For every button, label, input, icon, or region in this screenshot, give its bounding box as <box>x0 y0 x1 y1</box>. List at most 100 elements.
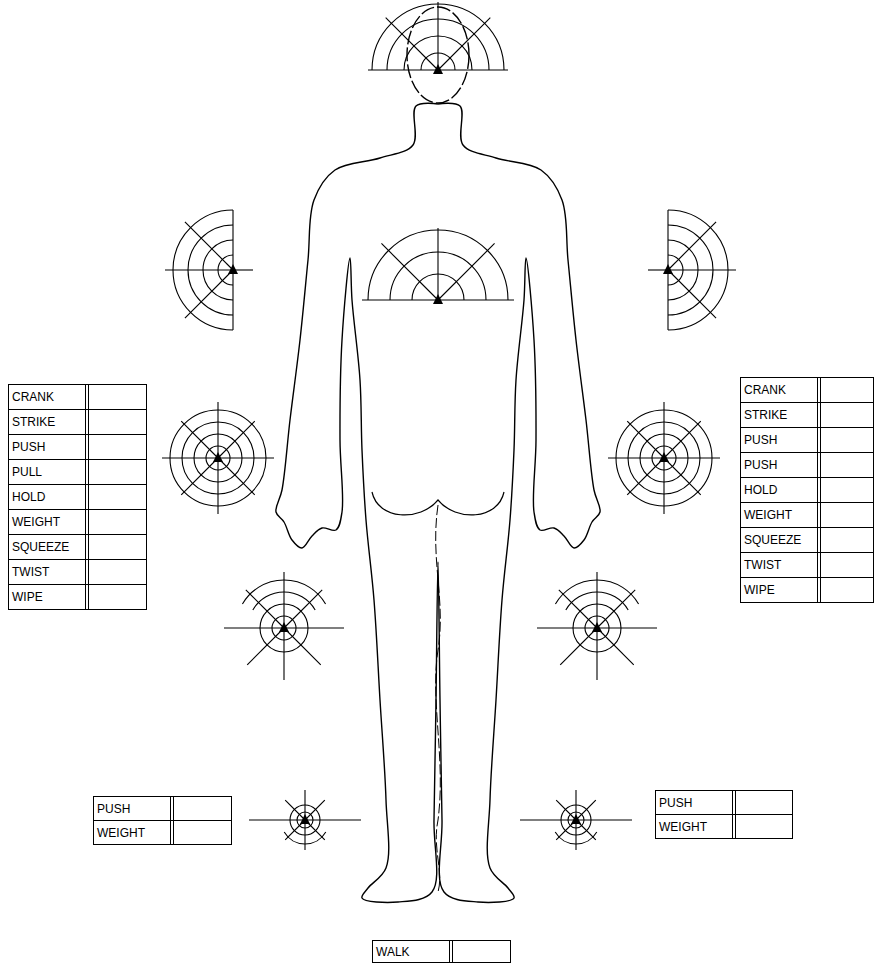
table-row: WEIGHT <box>655 814 793 839</box>
target-ray <box>437 228 438 300</box>
row-label-cell: WEIGHT <box>741 503 821 527</box>
target-ray <box>667 210 668 270</box>
target-ray <box>520 819 576 820</box>
target-ray <box>576 800 596 820</box>
row-label-cell: WALK <box>373 941 453 962</box>
target-ray <box>165 269 233 270</box>
action-label: PUSH <box>744 433 777 447</box>
row-label-cell: PUSH <box>94 797 174 820</box>
center-triangle <box>663 264 673 274</box>
force-target-symbol <box>224 572 344 680</box>
table-row: TWIST <box>8 559 147 585</box>
target-ray <box>304 820 305 850</box>
action-label: PUSH <box>97 802 130 816</box>
target-ray <box>181 421 218 458</box>
row-label-cell: WIPE <box>741 578 821 602</box>
table-row: TWIST <box>740 552 874 578</box>
center-triangle <box>592 622 602 632</box>
row-label-cell: TWIST <box>9 560 89 584</box>
target-ray <box>596 572 597 628</box>
row-label-cell: SQUEEZE <box>741 528 821 552</box>
row-label-cell: PUSH <box>656 791 736 814</box>
target-ray <box>437 2 438 70</box>
action-label: PUSH <box>659 796 692 810</box>
target-ray <box>232 210 233 270</box>
center-triangle <box>571 814 581 824</box>
action-label: WEIGHT <box>659 820 707 834</box>
target-ray <box>362 299 438 300</box>
row-label-cell: PUSH <box>741 428 821 452</box>
action-label: WALK <box>376 945 410 959</box>
center-triangle <box>433 294 443 304</box>
target-ray <box>283 572 284 628</box>
row-label-cell: CRANK <box>741 378 821 402</box>
target-ray <box>556 800 576 820</box>
target-ray <box>162 457 218 458</box>
target-ray <box>368 69 438 70</box>
target-ray <box>608 457 664 458</box>
table-row: WIPE <box>740 577 874 603</box>
force-target-symbol <box>165 210 253 330</box>
action-label: PUSH <box>12 440 45 454</box>
target-ray <box>232 270 233 330</box>
force-target-symbol <box>608 402 720 514</box>
target-ray <box>576 819 632 820</box>
center-triangle <box>228 264 238 274</box>
target-ray <box>185 270 233 318</box>
target-ray <box>438 18 490 70</box>
target-ray <box>284 627 344 628</box>
table-row: HOLD <box>8 484 147 510</box>
target-ray <box>218 458 255 495</box>
target-ray <box>664 458 701 495</box>
table-row: PUSH <box>740 452 874 478</box>
force-target-symbol <box>648 210 736 330</box>
table-row: PULL <box>8 459 147 485</box>
table-row: PUSH <box>93 796 232 821</box>
row-label-cell: WIPE <box>9 585 89 609</box>
target-ray <box>218 457 274 458</box>
table-row: STRIKE <box>740 402 874 428</box>
buttocks-line <box>372 492 504 515</box>
action-label: CRANK <box>12 390 54 404</box>
table-row: PUSH <box>655 790 793 815</box>
row-label-cell: TWIST <box>741 553 821 577</box>
table-row: CRANK <box>8 384 147 410</box>
action-label: SQUEEZE <box>744 533 801 547</box>
target-ray <box>663 402 664 458</box>
target-ray <box>218 421 255 458</box>
target-ray <box>597 627 657 628</box>
target-ray <box>664 457 720 458</box>
center-triangle <box>279 622 289 632</box>
center-triangle <box>433 64 443 74</box>
target-ray <box>667 270 668 330</box>
row-label-cell: WEIGHT <box>656 815 736 838</box>
target-ray <box>305 800 325 820</box>
center-triangle <box>300 814 310 824</box>
row-label-cell: WEIGHT <box>94 821 174 844</box>
force-target-symbol <box>368 2 508 74</box>
target-ray <box>575 820 576 850</box>
action-label: WEIGHT <box>744 508 792 522</box>
row-label-cell: STRIKE <box>9 410 89 434</box>
force-target-symbol <box>520 790 632 850</box>
target-ray <box>247 628 284 665</box>
row-label-cell: HOLD <box>9 485 89 509</box>
target-ray <box>596 628 597 680</box>
target-ray <box>560 628 597 665</box>
table-row: WIPE <box>8 584 147 610</box>
target-ray <box>537 627 597 628</box>
target-ray <box>283 628 284 680</box>
table-row: CRANK <box>740 377 874 403</box>
table-row: WEIGHT <box>93 820 232 845</box>
action-label: HOLD <box>12 490 45 504</box>
target-ray <box>664 421 701 458</box>
table-row: SQUEEZE <box>740 527 874 553</box>
table-row: SQUEEZE <box>8 534 147 560</box>
action-label: WIPE <box>744 583 775 597</box>
target-ray <box>381 243 438 300</box>
action-label: PULL <box>12 465 42 479</box>
action-label: STRIKE <box>12 415 55 429</box>
force-target-symbol <box>162 402 274 514</box>
action-label: WEIGHT <box>97 826 145 840</box>
